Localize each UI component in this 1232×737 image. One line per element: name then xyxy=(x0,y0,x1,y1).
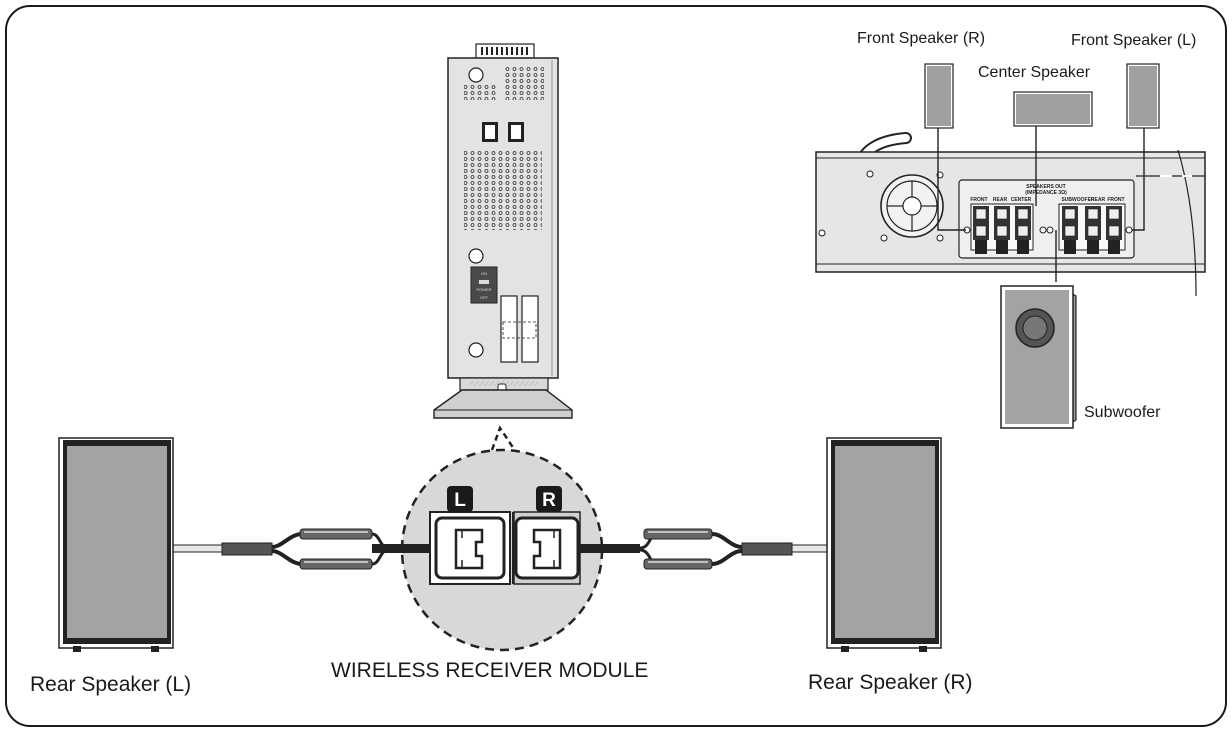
impedance-label: (IMPEDANCE 3Ω) xyxy=(1025,190,1067,196)
terminal-label-rear-left: REAR xyxy=(993,197,1008,203)
badge-left-label: L xyxy=(454,490,466,511)
subwoofer-label: Subwoofer xyxy=(1084,404,1161,421)
subwoofer-unit xyxy=(1000,285,1077,429)
terminal-label-front-left: FRONT xyxy=(970,197,987,203)
center-speaker-label: Center Speaker xyxy=(978,64,1091,81)
front-speaker-left xyxy=(1126,63,1160,129)
front-speaker-left-label: Front Speaker (L) xyxy=(1071,32,1197,49)
front-speaker-right xyxy=(924,63,954,129)
cable-rear-right xyxy=(574,528,829,570)
rear-speaker-left xyxy=(58,437,174,652)
speaker-socket-right xyxy=(512,511,581,585)
front-speaker-right-label: Front Speaker (R) xyxy=(857,30,986,47)
wireless-module-label: WIRELESS RECEIVER MODULE xyxy=(331,659,649,682)
center-speaker xyxy=(1013,91,1093,127)
badge-right: R xyxy=(536,486,562,512)
switch-on-label: ON xyxy=(481,271,487,276)
speaker-jack-pair xyxy=(482,122,524,142)
main-unit-rear-panel: SPEAKERS OUT (IMPEDANCE 3Ω) FRONT REAR C… xyxy=(815,132,1206,297)
badge-right-label: R xyxy=(542,490,556,511)
switch-power-label: POWER xyxy=(476,287,491,292)
rear-speaker-left-label: Rear Speaker (L) xyxy=(30,673,192,696)
speakers-out-title: SPEAKERS OUT xyxy=(1026,184,1065,190)
terminal-label-center: CENTER xyxy=(1011,197,1032,203)
terminal-block-right xyxy=(1058,203,1126,254)
speaker-wires-main xyxy=(937,126,1145,282)
cooling-fan xyxy=(880,174,944,238)
terminal-label-front-right: FRONT xyxy=(1107,197,1124,203)
rear-speaker-right-label: Rear Speaker (R) xyxy=(808,671,973,694)
cable-rear-left xyxy=(171,528,432,570)
terminal-label-subwoofer: SUBWOOFER xyxy=(1061,197,1094,203)
switch-off-label: OFF xyxy=(480,295,489,300)
speaker-socket-left xyxy=(429,511,511,585)
power-switch: ON POWER OFF xyxy=(470,266,498,304)
terminal-block-left xyxy=(970,203,1034,254)
wireless-receiver-tower: ON POWER OFF xyxy=(433,43,573,419)
badge-left: L xyxy=(447,486,473,512)
terminal-label-rear-right: REAR xyxy=(1091,197,1106,203)
rear-speaker-right xyxy=(826,437,942,652)
speakers-out-panel: SPEAKERS OUT (IMPEDANCE 3Ω) FRONT REAR C… xyxy=(958,179,1135,259)
